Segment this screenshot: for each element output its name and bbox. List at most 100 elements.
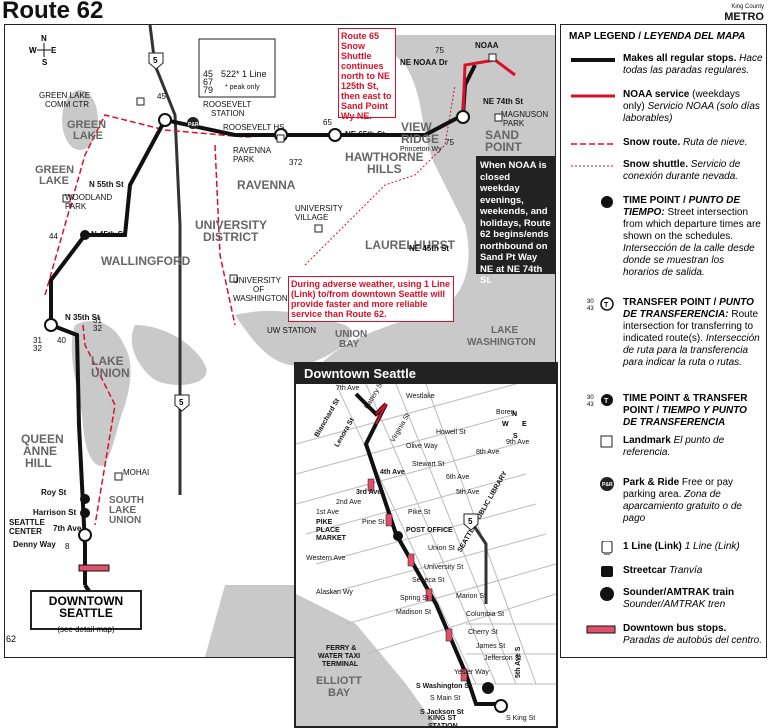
svg-text:PARK: PARK — [65, 202, 87, 211]
svg-text:43: 43 — [587, 306, 594, 311]
elliott-bay-water — [296, 594, 436, 726]
legend-landmark: Landmark El punto de referencia. — [567, 435, 763, 459]
svg-text:BAY: BAY — [339, 339, 360, 350]
svg-text:PARK: PARK — [233, 155, 255, 164]
svg-text:S: S — [513, 433, 518, 440]
svg-text:STATION: STATION — [211, 109, 245, 118]
union-bay — [235, 310, 352, 366]
svg-text:Columbia St: Columbia St — [466, 611, 504, 618]
route-62-line — [49, 64, 477, 585]
svg-text:UW STATION: UW STATION — [267, 326, 316, 335]
legend-streetcar: Streetcar Tranvía — [567, 565, 763, 577]
landmarks — [62, 53, 503, 481]
svg-text:James St: James St — [476, 643, 505, 650]
legend-sounder: Sounder/AMTRAK train Sounder/AMTRAK tren — [567, 587, 763, 611]
svg-text:Cherry St: Cherry St — [468, 629, 498, 636]
snow-shuttle-note: Route 65 Snow Shuttle continues north to… — [338, 28, 396, 121]
svg-text:Seneca St: Seneca St — [412, 577, 444, 584]
svg-text:S: S — [42, 58, 48, 67]
svg-text:W: W — [29, 46, 37, 55]
map-canvas: GREEN LAKE GREEN LAKE WALLINGFORD UNIVER… — [9, 25, 555, 657]
downtown-seattle-label[interactable]: DOWNTOWN SEATTLE (see detail map) — [30, 590, 142, 634]
label-southlakeunion: SOUTH — [109, 495, 144, 506]
svg-text:Pine St: Pine St — [362, 519, 385, 526]
svg-text:NE 74th St: NE 74th St — [483, 97, 523, 106]
svg-text:8: 8 — [65, 542, 70, 551]
svg-text:PIKE: PIKE — [316, 519, 333, 526]
elliott-bay — [205, 585, 305, 657]
svg-text:COMM CTR: COMM CTR — [45, 100, 89, 109]
svg-text:PARK: PARK — [503, 119, 525, 128]
label-laurelhurst: LAURELHURST — [365, 238, 456, 252]
svg-text:Madison St: Madison St — [396, 609, 431, 616]
streetcar-icon — [601, 566, 613, 577]
svg-text:DISTRICT: DISTRICT — [203, 230, 259, 244]
svg-text:ELLIOTT: ELLIOTT — [316, 675, 362, 687]
svg-text:HILL: HILL — [25, 456, 52, 470]
label-viewridge: VIEW — [401, 120, 432, 134]
svg-text:* peak only: * peak only — [225, 84, 260, 91]
downtown-inset[interactable]: Downtown Seattle 7th Ave Blanchard St Le… — [294, 362, 558, 728]
noaa-closed-note: When NOAA is closed weekday evenings, we… — [476, 156, 556, 286]
svg-text:S King St: S King St — [506, 715, 535, 722]
svg-text:Jefferson St: Jefferson St — [484, 655, 521, 662]
svg-text:Alaskan Wy: Alaskan Wy — [316, 589, 353, 596]
map-legend: MAP LEGEND / LEYENDA DEL MAPA Makes all … — [560, 24, 767, 658]
svg-text:RAVENNA: RAVENNA — [233, 146, 272, 155]
svg-text:OF: OF — [253, 285, 264, 294]
street-grid — [296, 384, 556, 685]
svg-text:Boren: Boren — [496, 409, 515, 416]
svg-text:S Washington St: S Washington St — [416, 683, 472, 690]
svg-text:Yesler Way: Yesler Way — [454, 669, 489, 676]
svg-text:POINT: POINT — [485, 140, 522, 154]
label-comm-ctr: GREEN LAKE — [39, 91, 90, 100]
svg-text:5th Ave: 5th Ave — [456, 489, 479, 496]
downtown-inset-title: Downtown Seattle — [296, 364, 556, 384]
svg-text:WASHINGTON: WASHINGTON — [233, 294, 288, 303]
time-point — [78, 528, 92, 542]
svg-text:522* 1 Line: 522* 1 Line — [221, 69, 267, 79]
svg-text:Denny Way: Denny Way — [13, 540, 56, 549]
green-lake-water — [62, 90, 98, 150]
time-point — [494, 699, 508, 713]
svg-text:40: 40 — [57, 336, 66, 345]
svg-text:5: 5 — [468, 517, 473, 526]
time-point — [80, 508, 90, 518]
time-points — [44, 110, 470, 542]
svg-text:E: E — [522, 421, 527, 428]
svg-text:MOHAI: MOHAI — [123, 468, 149, 477]
legend-noaa: NOAA service (weekdays only) Servicio NO… — [571, 89, 760, 124]
svg-text:45: 45 — [157, 92, 166, 101]
svg-text:Westlake: Westlake — [406, 393, 435, 400]
svg-text:7th Ave: 7th Ave — [53, 524, 82, 533]
svg-text:W: W — [502, 421, 509, 428]
legend-title: MAP LEGEND / LEYENDA DEL MAPA — [569, 31, 746, 42]
page-title: Route 62 — [2, 0, 104, 24]
time-point — [80, 494, 90, 504]
svg-text:POST OFFICE: POST OFFICE — [406, 527, 453, 534]
svg-text:372: 372 — [289, 158, 303, 167]
route-number-labels: 45 65 372 75 75 44 31 32 31 32 40 8 — [33, 46, 454, 551]
svg-text:NOAA: NOAA — [475, 41, 499, 50]
svg-text:VILLAGE: VILLAGE — [295, 213, 328, 222]
label-greenlake: GREEN — [67, 119, 106, 131]
legend-snow-shuttle: Snow shuttle. Servicio de conexión duran… — [571, 159, 741, 182]
svg-text:43: 43 — [587, 402, 594, 407]
svg-text:2nd Ave: 2nd Ave — [336, 499, 361, 506]
route-map[interactable]: GREEN LAKE GREEN LAKE WALLINGFORD UNIVER… — [4, 24, 556, 658]
lake-union — [71, 321, 131, 466]
svg-text:79: 79 — [203, 85, 213, 95]
svg-text:6th Ave: 6th Ave — [446, 474, 469, 481]
svg-text:N 55th St: N 55th St — [89, 180, 124, 189]
svg-text:S Jackson St: S Jackson St — [420, 709, 464, 716]
svg-text:ROOSEVELT HS: ROOSEVELT HS — [223, 123, 285, 132]
downtown-stop-marker — [78, 564, 110, 572]
svg-text:Howell St: Howell St — [436, 429, 466, 436]
svg-text:32: 32 — [33, 344, 42, 353]
downtown-labels: 7th Ave Blanchard St Lenora St Battery S… — [306, 384, 535, 726]
label-lakewashington: LAKE — [491, 325, 519, 336]
downtown-bus-stops — [367, 478, 468, 682]
snow-route-west — [82, 324, 116, 526]
